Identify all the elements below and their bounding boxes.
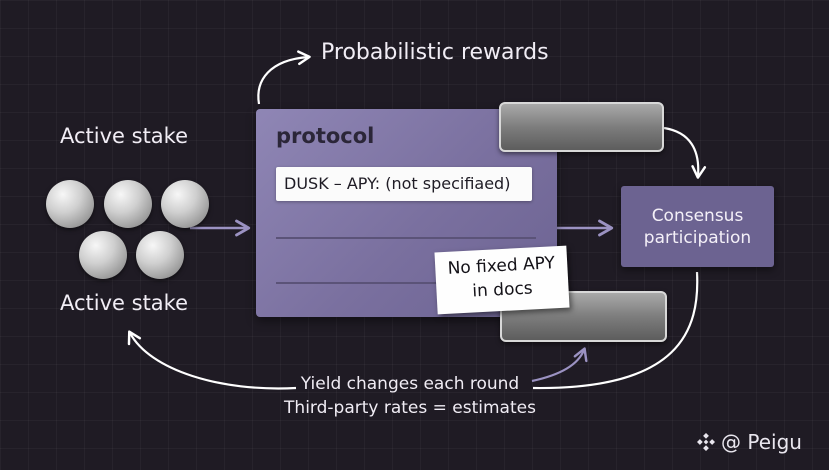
bar-to-consensus-arrow [663, 126, 707, 179]
consensus-participation-box: Consensus participation [621, 186, 774, 267]
stake-coin [136, 231, 184, 279]
consensus-to-yield-arrow [532, 271, 699, 390]
stake-coin [104, 180, 152, 228]
yield-line-2: Third-party rates = estimates [284, 398, 536, 418]
watermark: @ Peigu [697, 430, 802, 454]
dusk-apy-label: DUSK – APY: (not specifiaed) [276, 167, 532, 201]
stake-coin [46, 180, 94, 228]
grey-bar-top [499, 102, 664, 152]
active-stake-label-top: Active stake [60, 124, 189, 148]
rewards-arrow [257, 50, 311, 105]
consensus-line-2: participation [643, 227, 752, 248]
placeholder-line [276, 282, 446, 284]
yield-to-bar-arrow [531, 347, 588, 383]
yield-note: Yield changes each round Third-party rat… [260, 372, 560, 420]
stake-coin [79, 231, 127, 279]
protocol-title: protocol [276, 124, 375, 148]
yield-to-stake-arrow [127, 330, 297, 390]
placeholder-line [276, 237, 536, 239]
probabilistic-rewards-label: Probabilistic rewards [321, 40, 549, 65]
consensus-line-1: Consensus [651, 205, 744, 226]
no-fixed-apy-note: No fixed APY in docs [434, 245, 570, 315]
yield-line-1: Yield changes each round [300, 374, 520, 394]
active-stake-label-bottom: Active stake [60, 291, 189, 315]
binance-logo-icon [697, 433, 715, 451]
stake-coin [161, 180, 209, 228]
watermark-text: @ Peigu [721, 430, 802, 454]
